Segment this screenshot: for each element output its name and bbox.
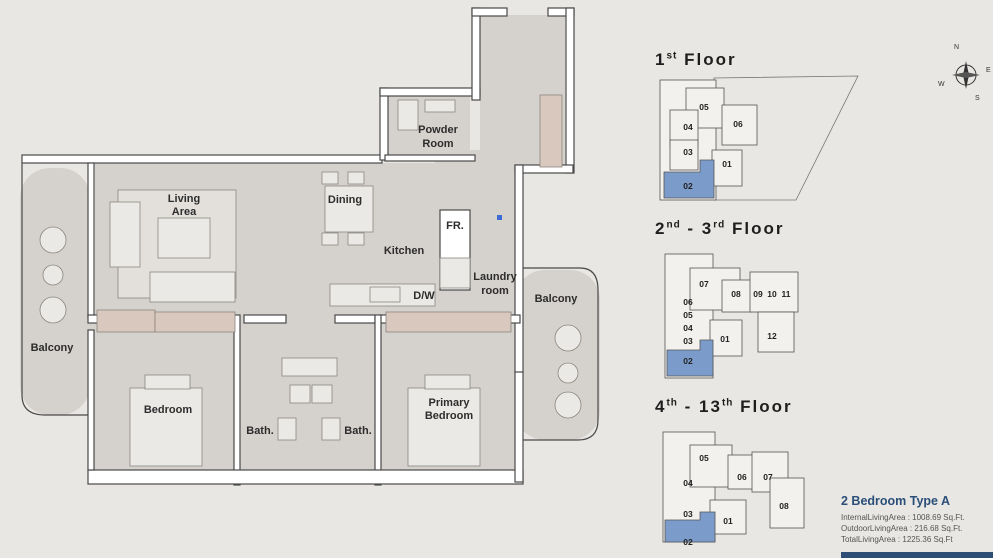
compass-n: N (954, 44, 959, 51)
total-living-area: TotalLivingArea : 1225.36 Sq.Ft (841, 535, 953, 544)
unit-label: 11 (782, 289, 791, 299)
key-plan-2nd-3rd-floor (664, 253, 799, 379)
label-balcony-right: Balcony (535, 293, 579, 305)
label-kitchen: Kitchen (384, 245, 425, 257)
key-plan-4th-13th-floor (662, 431, 805, 543)
floor-title-1st: 1st Floor (655, 50, 737, 70)
key-plan-1-units: 05 06 04 03 01 02 (683, 102, 743, 191)
unit-label: 04 (683, 323, 693, 333)
label-bath-left: Bath. (246, 425, 274, 437)
unit-type-bar (841, 552, 993, 558)
unit-type-title: 2 Bedroom Type A (841, 494, 951, 508)
unit-label: 07 (699, 279, 709, 289)
unit-label: 03 (683, 147, 693, 157)
floor-area (20, 15, 600, 483)
floor-title-text: Floor (677, 50, 737, 69)
unit-label: 05 (699, 102, 709, 112)
label-bedroom: Bedroom (144, 404, 193, 416)
unit-label: 06 (683, 297, 693, 307)
label-dishwasher: D/W (413, 290, 435, 302)
unit-type-info: 2 Bedroom Type A InternalLivingArea : 10… (841, 494, 993, 558)
window-marker (497, 215, 502, 220)
unit-label: 04 (683, 122, 693, 132)
key-plan-1st-floor (659, 75, 859, 201)
key-plan-3-units: 05 06 07 04 08 03 01 02 (683, 453, 789, 547)
floor-title-num: 1 (655, 50, 667, 69)
unit-label: 04 (683, 478, 693, 488)
compass-rose-icon: N E S W (938, 44, 991, 102)
unit-label: 03 (683, 336, 693, 346)
floor-title-text: Floor (725, 219, 785, 238)
floor-title-4th-13th: 4th - 13th Floor (655, 397, 793, 417)
unit-label: 06 (733, 119, 743, 129)
unit-label: 09 (753, 289, 763, 299)
floor-title-2nd-3rd: 2nd - 3rd Floor (655, 219, 784, 239)
unit-label: 02 (683, 537, 693, 547)
compass-s: S (975, 95, 980, 102)
internal-living-area: InternalLivingArea : 1008.69 Sq.Ft. (841, 513, 965, 522)
unit-label: 01 (720, 334, 730, 344)
label-bath-right: Bath. (344, 425, 372, 437)
floor-title-suffix: th (666, 397, 678, 409)
unit-label: 08 (779, 501, 789, 511)
floor-title-suffix: st (666, 50, 678, 62)
unit-label: 05 (683, 310, 693, 320)
unit-label: 02 (683, 181, 693, 191)
balcony-left-outline (21, 163, 88, 416)
unit-label: 01 (722, 159, 732, 169)
floor-title-suffix: nd (666, 219, 681, 231)
floor-title-num: 2 (655, 219, 667, 238)
unit-label: 07 (763, 472, 773, 482)
unit-label: 05 (699, 453, 709, 463)
compass-w: W (938, 81, 945, 88)
label-balcony-left: Balcony (31, 342, 75, 354)
unit-label: 10 (767, 289, 777, 299)
floor-title-suffix: rd (713, 219, 726, 231)
floor-title-num: 4 (655, 397, 667, 416)
floor-title-text: Floor (733, 397, 793, 416)
key-plan-2-units: 07 08 09 10 11 06 05 04 03 12 01 02 (683, 279, 790, 366)
label-fridge: FR. (446, 220, 464, 232)
unit-label: 02 (683, 356, 693, 366)
furniture (39, 94, 582, 467)
unit-label: 12 (767, 331, 777, 341)
balcony-right-outline (523, 267, 599, 441)
unit-label: 08 (731, 289, 741, 299)
label-dining: Dining (328, 194, 362, 206)
compass-e: E (986, 67, 991, 74)
floor-title-suffix: th (721, 397, 734, 409)
floor-title-num: - 13 (677, 397, 722, 416)
outdoor-living-area: OutdoorLivingArea : 216.68 Sq.Ft. (841, 524, 963, 533)
unit-label: 03 (683, 509, 693, 519)
unit-label: 01 (723, 516, 733, 526)
unit-label: 06 (737, 472, 747, 482)
floor-title-num: - 3 (680, 219, 714, 238)
